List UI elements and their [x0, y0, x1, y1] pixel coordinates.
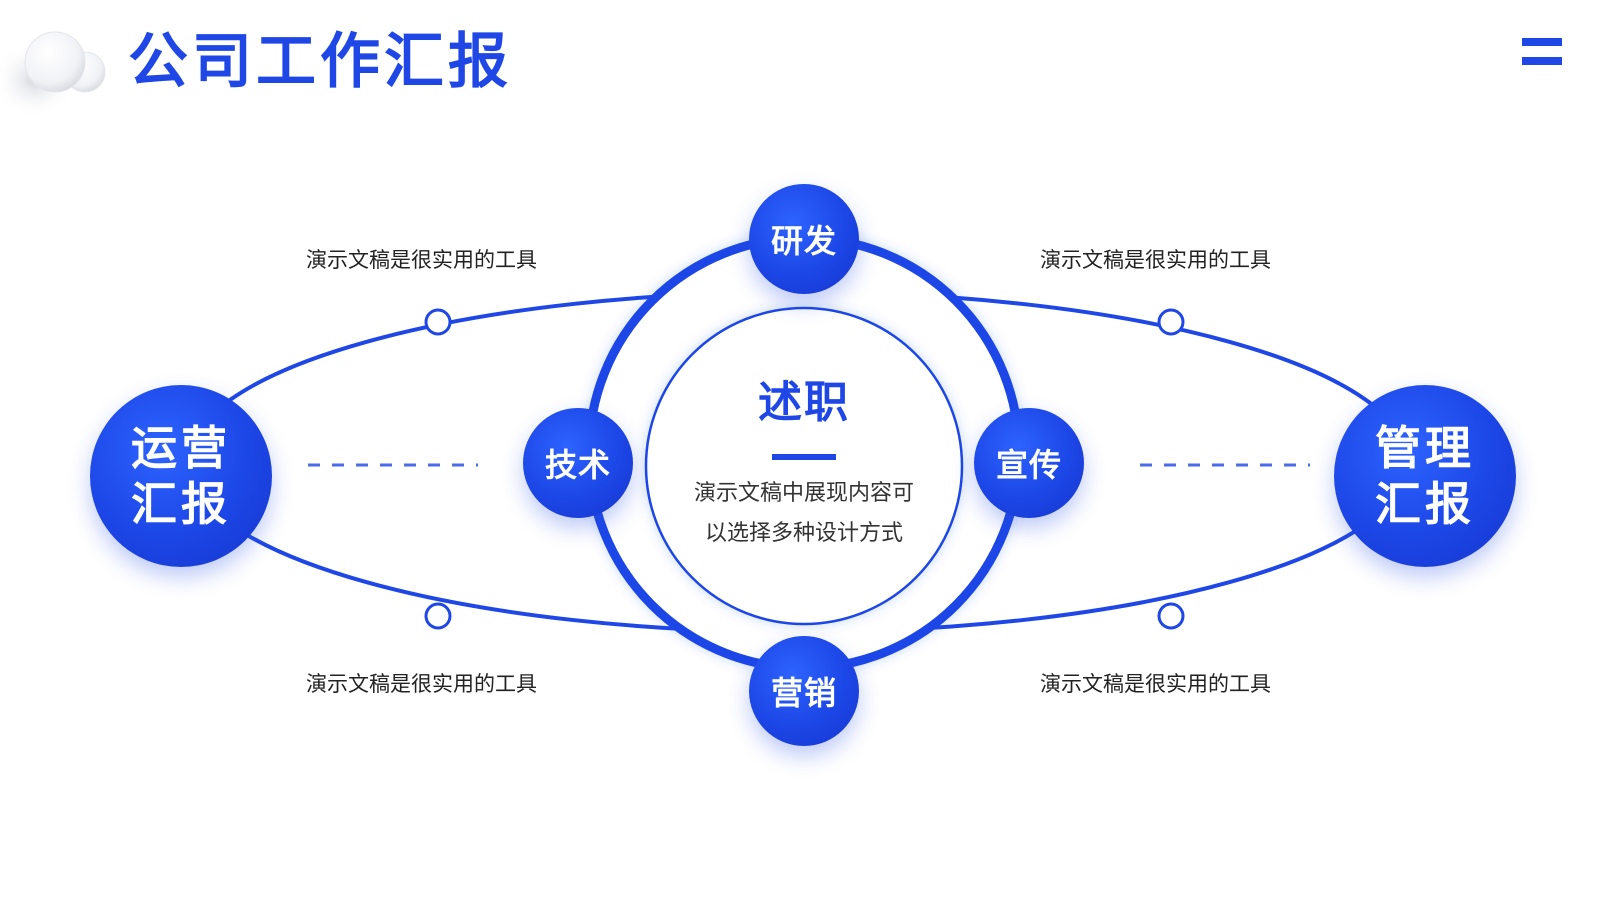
caption-top-right: 演示文稿是很实用的工具 [1040, 248, 1271, 272]
inner-ring [644, 306, 964, 626]
spheres-logo-icon [0, 31, 106, 118]
node-management-line2: 汇报 [1375, 477, 1475, 531]
center-divider [772, 454, 836, 460]
node-operations-line2: 汇报 [131, 477, 231, 531]
center-description-line1: 演示文稿中展现内容可 [693, 481, 914, 506]
node-promotion: 宣传 [974, 408, 1084, 518]
orbit-marker-bottom-right [1157, 602, 1185, 630]
node-operations-line1: 运营 [131, 421, 231, 475]
orbit-marker-top-right [1157, 308, 1185, 336]
caption-top-left: 演示文稿是很实用的工具 [306, 248, 537, 272]
menu-icon[interactable] [1522, 38, 1562, 66]
caption-bottom-right: 演示文稿是很实用的工具 [1040, 672, 1271, 696]
node-marketing: 营销 [749, 636, 859, 746]
node-technology: 技术 [523, 408, 633, 518]
center-summary: 述职 演示文稿中展现内容可 以选择多种设计方式 [646, 308, 962, 624]
center-description-line2: 以选择多种设计方式 [704, 521, 903, 546]
node-operations-report: 运营 汇报 [90, 385, 272, 567]
node-research: 研发 [749, 184, 859, 294]
orbit-marker-bottom-left [424, 602, 452, 630]
node-management-report: 管理 汇报 [1334, 385, 1516, 567]
page-title: 公司工作汇报 [128, 27, 512, 97]
center-title: 述职 [758, 377, 850, 428]
orbit-marker-top-left [424, 308, 452, 336]
node-management-line1: 管理 [1375, 421, 1475, 475]
caption-bottom-left: 演示文稿是很实用的工具 [306, 672, 537, 696]
center-description: 演示文稿中展现内容可 以选择多种设计方式 [694, 474, 914, 554]
